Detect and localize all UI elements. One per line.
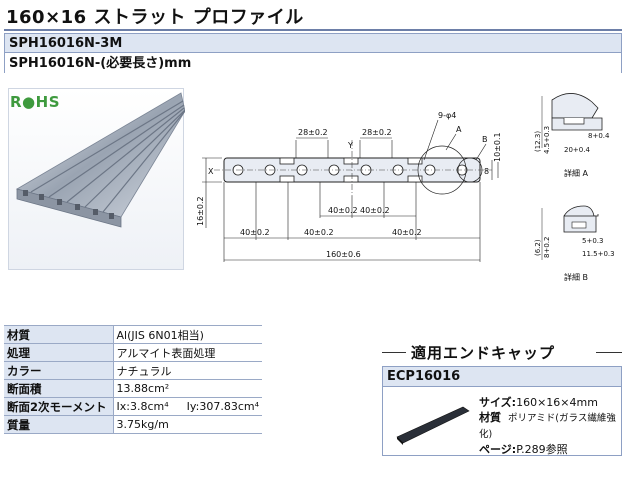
part-number-fixed: SPH16016N-3M (5, 34, 621, 53)
detail-b: (6.2) 8+0.2 5+0.3 11.5+0.3 詳細 B (534, 205, 615, 282)
detail-b-d1: (6.2) (534, 239, 542, 256)
dim-label-y: Y (347, 141, 353, 150)
spec-value: アルマイト表面処理 (113, 343, 262, 362)
detail-a-d2: 4.5+0.3 (543, 126, 551, 154)
dim-pitch-top-right: 28±0.2 (362, 128, 392, 137)
spec-label: 処理 (4, 343, 114, 362)
part-number-custom: SPH16016N-(必要長さ)mm (5, 54, 621, 73)
rohs-badge: R●HS (10, 93, 60, 111)
end-cap-illustration (396, 406, 470, 445)
spec-value-ix: Ix:3.8cm⁴ (116, 400, 169, 413)
spec-value: 13.88cm² (113, 379, 262, 398)
part-number-box: SPH16016N-3M SPH16016N-(必要長さ)mm (4, 33, 622, 73)
product-photo (8, 88, 186, 270)
dim-pitch-top-left: 28±0.2 (298, 128, 328, 137)
drawing-svg: Y X 28±0.2 28±0.2 9-φ4 A B 10±0.1 8 (196, 93, 615, 282)
detail-b-d4: 11.5+0.3 (582, 250, 615, 258)
spec-row: 質量 3.75kg/m (4, 415, 262, 434)
end-cap-heading: 適用エンドキャップ (408, 342, 559, 363)
dim-height-8: 8 (484, 167, 489, 176)
end-cap-section-title: 適用エンドキャップ (382, 342, 622, 364)
end-cap-size-value: 160×16×4mm (516, 396, 598, 409)
end-cap-page-value: P.289参照 (516, 443, 568, 456)
detail-a-d3: 8+0.4 (588, 132, 610, 140)
spec-value: ナチュラル (113, 361, 262, 380)
dim-label-b: B (482, 135, 488, 144)
dim-low-1: 40±0.2 (240, 228, 270, 237)
spec-row: 処理 アルマイト表面処理 (4, 343, 262, 362)
spec-label: 質量 (4, 415, 114, 434)
spec-table: 材質 Al(JIS 6N01相当) 処理 アルマイト表面処理 カラー ナチュラル… (4, 325, 262, 434)
end-cap-page-label: ページ: (479, 443, 517, 456)
end-cap-material-label: 材質 (479, 411, 501, 424)
detail-a-d4: 20+0.4 (564, 146, 590, 154)
spec-label: カラー (4, 361, 114, 380)
dim-mid-left: 40±0.2 (328, 206, 358, 215)
title-rule (4, 29, 622, 31)
detail-b-d2: 8+0.2 (543, 237, 551, 258)
spec-value-iy: Iy:307.83cm⁴ (186, 400, 259, 413)
detail-a-d1: (12.3) (534, 131, 542, 152)
detail-b-caption: 詳細 B (564, 272, 588, 282)
spec-row: 断面2次モーメント Ix:3.8cm⁴ Iy:307.83cm⁴ (4, 397, 262, 416)
end-cap-material-value: ポリアミド(ガラス繊維強化) (479, 413, 616, 440)
end-cap-info: サイズ:160×16×4mm 材質 ポリアミド(ガラス繊維強化) ページ:P.2… (479, 395, 621, 457)
dim-height-left: 16±0.2 (196, 196, 205, 226)
page-title: 160×16 ストラット プロファイル (6, 7, 304, 28)
dim-low-2: 40±0.2 (304, 228, 334, 237)
extrusion-illustration (15, 92, 186, 228)
spec-row: カラー ナチュラル (4, 361, 262, 380)
spec-value: 3.75kg/m (113, 415, 262, 434)
dim-label-a: A (456, 125, 462, 134)
dim-height-right: 10±0.1 (493, 132, 502, 162)
spec-row: 材質 Al(JIS 6N01相当) (4, 325, 262, 344)
spec-label: 断面2次モーメント (4, 397, 114, 416)
title-line-right (596, 352, 622, 353)
spec-label: 断面積 (4, 379, 114, 398)
dim-mid-right: 40±0.2 (360, 206, 390, 215)
detail-a-caption: 詳細 A (564, 168, 589, 178)
dim-low-3: 40±0.2 (392, 228, 422, 237)
technical-drawing: Y X 28±0.2 28±0.2 9-φ4 A B 10±0.1 8 (192, 88, 622, 283)
end-cap-box: ECP16016 サイズ:160×16×4mm 材質 ポリアミド(ガラス繊維強化… (382, 366, 622, 456)
end-cap-code: ECP16016 (383, 367, 621, 387)
detail-b-d3: 5+0.3 (582, 237, 603, 245)
detail-a: (12.3) 4.5+0.3 8+0.4 20+0.4 詳細 A (534, 93, 610, 178)
dim-hole: 9-φ4 (438, 111, 456, 120)
end-cap-size-label: サイズ: (479, 396, 517, 409)
dim-label-x: X (208, 167, 214, 176)
spec-label: 材質 (4, 325, 114, 344)
dim-overall: 160±0.6 (326, 250, 361, 259)
spec-value: Al(JIS 6N01相当) (113, 325, 262, 344)
spec-row: 断面積 13.88cm² (4, 379, 262, 398)
spec-value: Ix:3.8cm⁴ Iy:307.83cm⁴ (113, 397, 262, 416)
title-line-left (382, 352, 406, 353)
